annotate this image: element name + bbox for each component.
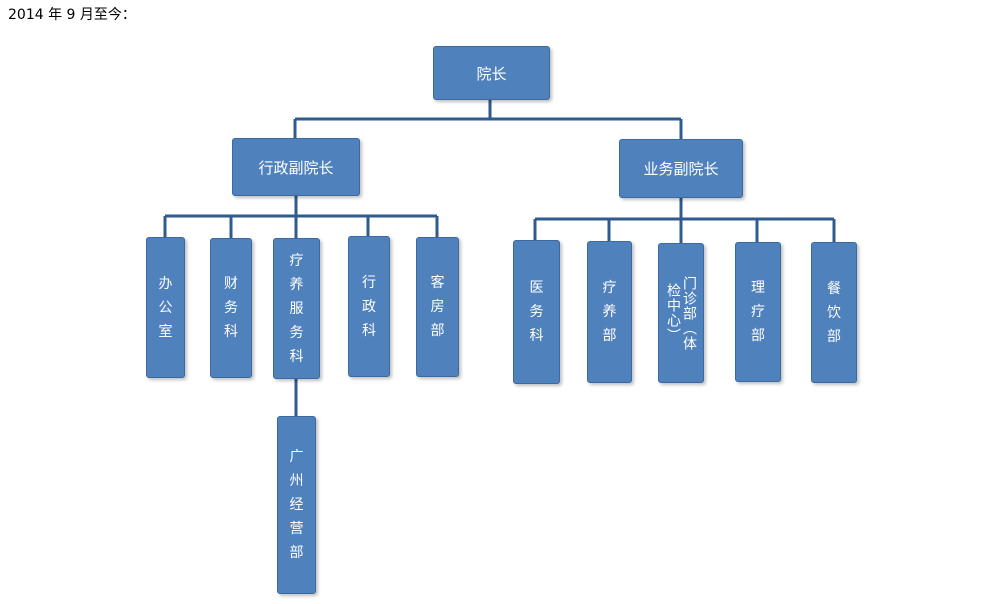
- connector-vp-business: [533, 197, 836, 243]
- node-label: 理疗部: [751, 280, 765, 344]
- node-label: 广州经营部: [289, 449, 304, 561]
- node-vp-admin: 行政副院长: [232, 138, 360, 196]
- node-guangzhou-dept: 广州经营部: [277, 416, 316, 594]
- node-label: 餐饮部: [827, 280, 841, 345]
- node-guest-rooms: 客房部: [416, 237, 459, 377]
- node-label: 客房部: [430, 275, 445, 339]
- node-administration: 行政科: [348, 236, 390, 377]
- node-label: 财务科: [224, 276, 238, 340]
- node-label: 疗养服务科: [289, 252, 304, 365]
- node-physiotherapy: 理疗部: [735, 242, 781, 382]
- node-therapy-service: 疗养服务科: [273, 238, 320, 379]
- node-label: 门诊部（体检中心）: [665, 275, 697, 351]
- node-label: 院长: [476, 64, 507, 83]
- node-label: 业务副院长: [643, 160, 719, 178]
- node-catering: 餐饮部: [811, 242, 857, 383]
- node-label: 办公室: [158, 275, 173, 340]
- node-finance: 财务科: [210, 238, 252, 378]
- node-label: 行政科: [362, 274, 376, 339]
- node-label: 疗养部: [602, 280, 617, 344]
- node-president: 院长: [433, 46, 550, 100]
- connector-vp-admin: [163, 195, 439, 238]
- node-recuperation: 疗养部: [587, 241, 632, 383]
- node-medical: 医务科: [513, 240, 560, 384]
- node-label: 医务科: [529, 280, 544, 344]
- node-office: 办公室: [146, 237, 185, 378]
- node-outpatient: 门诊部（体检中心）: [658, 243, 704, 383]
- connector-root: [293, 98, 683, 139]
- node-vp-business: 业务副院长: [619, 139, 743, 198]
- node-label: 行政副院长: [258, 158, 334, 177]
- page-caption: 2014 年 9 月至今：: [8, 7, 136, 23]
